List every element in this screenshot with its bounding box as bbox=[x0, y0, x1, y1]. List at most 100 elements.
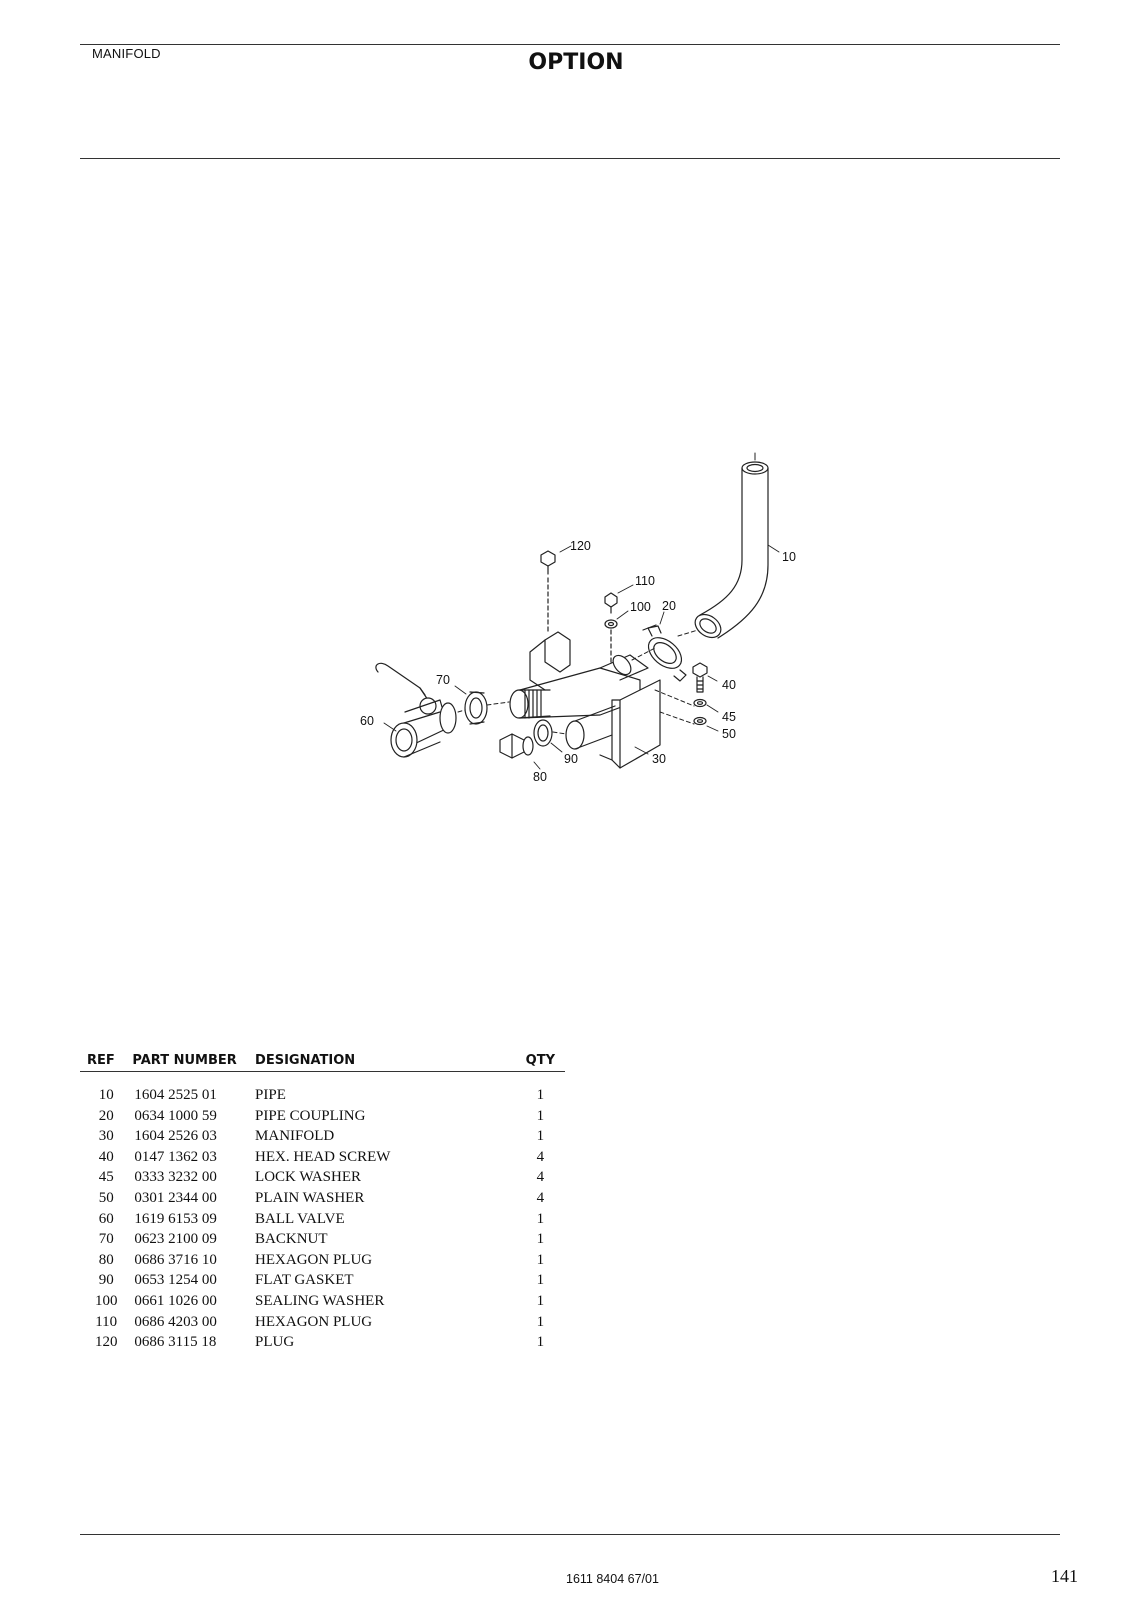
ref-cell: 40 bbox=[98, 1148, 114, 1165]
callout-90: 90 bbox=[564, 752, 578, 766]
designation-cell: HEXAGON PLUG bbox=[255, 1313, 373, 1330]
column-header-qty: QTY bbox=[515, 1052, 565, 1072]
table-row: 50 0301 2344 00 PLAIN WASHER 4 bbox=[80, 1188, 565, 1209]
document-number: 1611 8404 67/01 bbox=[566, 1572, 659, 1586]
designation-cell: BALL VALVE bbox=[255, 1210, 345, 1227]
table-row: 70 0623 2100 09 BACKNUT 1 bbox=[80, 1229, 565, 1250]
part-number-cell: 0333 3232 00 bbox=[134, 1169, 217, 1186]
plug-120-part bbox=[540, 550, 556, 633]
table-row: 100 0661 1026 00 SEALING WASHER 1 bbox=[80, 1291, 565, 1312]
part-number-cell: 1619 6153 09 bbox=[134, 1210, 217, 1227]
column-header-ref: REF bbox=[80, 1052, 133, 1072]
page-title: OPTION bbox=[528, 50, 624, 75]
qty-cell: 4 bbox=[536, 1189, 545, 1206]
callout-80: 80 bbox=[533, 770, 547, 784]
ref-cell: 20 bbox=[98, 1107, 114, 1124]
callout-20: 20 bbox=[662, 599, 676, 613]
designation-cell: HEXAGON PLUG bbox=[255, 1251, 373, 1268]
designation-cell: PLAIN WASHER bbox=[255, 1189, 365, 1206]
callout-30: 30 bbox=[652, 752, 666, 766]
callout-leaders bbox=[383, 544, 780, 770]
pipe-coupling-part bbox=[642, 624, 687, 682]
backnut-part bbox=[464, 691, 488, 725]
designation-cell: PLUG bbox=[255, 1334, 295, 1351]
qty-cell: 1 bbox=[536, 1107, 545, 1124]
parts-table-header: REF PART NUMBER DESIGNATION QTY bbox=[80, 1052, 565, 1072]
part-number-cell: 0661 1026 00 bbox=[134, 1292, 217, 1309]
manifold-part bbox=[509, 631, 661, 769]
designation-cell: LOCK WASHER bbox=[255, 1169, 362, 1186]
table-row: 110 0686 4203 00 HEXAGON PLUG 1 bbox=[80, 1312, 565, 1333]
ref-cell: 50 bbox=[98, 1189, 114, 1206]
qty-cell: 1 bbox=[536, 1334, 545, 1351]
callout-60: 60 bbox=[360, 714, 374, 728]
part-number-cell: 0623 2100 09 bbox=[134, 1231, 217, 1248]
footer-rule bbox=[80, 1534, 1060, 1535]
exploded-view-diagram: 10 20 30 40 45 50 60 70 80 90 100 110 12… bbox=[360, 452, 796, 784]
table-row: 45 0333 3232 00 LOCK WASHER 4 bbox=[80, 1167, 565, 1188]
table-row: 20 0634 1000 59 PIPE COUPLING 1 bbox=[80, 1106, 565, 1127]
part-number-cell: 1604 2525 01 bbox=[134, 1087, 217, 1103]
ref-cell: 70 bbox=[98, 1231, 114, 1248]
ref-cell: 60 bbox=[98, 1210, 114, 1227]
hexagon-plug-80-part bbox=[499, 733, 534, 759]
callout-40: 40 bbox=[722, 678, 736, 692]
callout-100: 100 bbox=[630, 600, 651, 614]
designation-cell: BACKNUT bbox=[255, 1231, 328, 1248]
designation-cell: SEALING WASHER bbox=[255, 1292, 385, 1309]
qty-cell: 1 bbox=[536, 1210, 545, 1227]
callout-120: 120 bbox=[570, 539, 591, 553]
ref-cell: 45 bbox=[98, 1169, 114, 1186]
qty-cell: 4 bbox=[536, 1148, 545, 1165]
assembly-lines bbox=[457, 629, 699, 735]
table-row: 30 1604 2526 03 MANIFOLD 1 bbox=[80, 1126, 565, 1147]
part-number-cell: 0147 1362 03 bbox=[134, 1148, 217, 1165]
designation-cell: PIPE bbox=[255, 1087, 286, 1103]
ref-cell: 10 bbox=[98, 1087, 114, 1103]
designation-cell: FLAT GASKET bbox=[255, 1272, 354, 1289]
column-header-designation: DESIGNATION bbox=[255, 1052, 516, 1072]
callout-50: 50 bbox=[722, 727, 736, 741]
qty-cell: 1 bbox=[536, 1087, 545, 1103]
designation-cell: HEX. HEAD SCREW bbox=[255, 1148, 391, 1165]
qty-cell: 1 bbox=[536, 1272, 545, 1289]
table-row: 60 1619 6153 09 BALL VALVE 1 bbox=[80, 1209, 565, 1230]
part-number-cell: 1604 2526 03 bbox=[134, 1128, 217, 1145]
callout-10: 10 bbox=[782, 550, 796, 564]
page-number: 141 bbox=[1051, 1566, 1078, 1586]
part-number-cell: 0686 4203 00 bbox=[134, 1313, 217, 1330]
qty-cell: 1 bbox=[536, 1292, 545, 1309]
part-number-cell: 0634 1000 59 bbox=[134, 1107, 217, 1124]
table-row: 10 1604 2525 01 PIPE 1 bbox=[80, 1072, 565, 1106]
hexagon-plug-110-part bbox=[604, 592, 618, 666]
screw-washer-stack-part bbox=[692, 662, 708, 726]
designation-cell: MANIFOLD bbox=[255, 1128, 335, 1145]
qty-cell: 1 bbox=[536, 1128, 545, 1145]
part-number-cell: 0301 2344 00 bbox=[134, 1189, 217, 1206]
qty-cell: 1 bbox=[536, 1231, 545, 1248]
column-header-part-number: PART NUMBER bbox=[132, 1052, 256, 1072]
part-number-cell: 0686 3716 10 bbox=[134, 1251, 217, 1268]
pipe-part bbox=[694, 452, 769, 639]
flat-gasket-part bbox=[533, 719, 553, 747]
ref-cell: 120 bbox=[94, 1334, 118, 1351]
ref-cell: 110 bbox=[95, 1313, 118, 1330]
table-row: 40 0147 1362 03 HEX. HEAD SCREW 4 bbox=[80, 1147, 565, 1168]
table-row: 120 0686 3115 18 PLUG 1 bbox=[80, 1332, 565, 1353]
part-number-cell: 0686 3115 18 bbox=[134, 1334, 217, 1351]
qty-cell: 4 bbox=[536, 1169, 545, 1186]
qty-cell: 1 bbox=[536, 1251, 545, 1268]
callout-labels: 10 20 30 40 45 50 60 70 80 90 100 110 12… bbox=[360, 539, 796, 784]
ref-cell: 30 bbox=[98, 1128, 114, 1145]
designation-cell: PIPE COUPLING bbox=[255, 1107, 366, 1124]
callout-110: 110 bbox=[635, 574, 655, 588]
ball-valve-part bbox=[375, 662, 457, 758]
ref-cell: 100 bbox=[94, 1292, 118, 1309]
section-label: MANIFOLD bbox=[92, 46, 161, 61]
qty-cell: 1 bbox=[536, 1313, 545, 1330]
ref-cell: 90 bbox=[98, 1272, 114, 1289]
